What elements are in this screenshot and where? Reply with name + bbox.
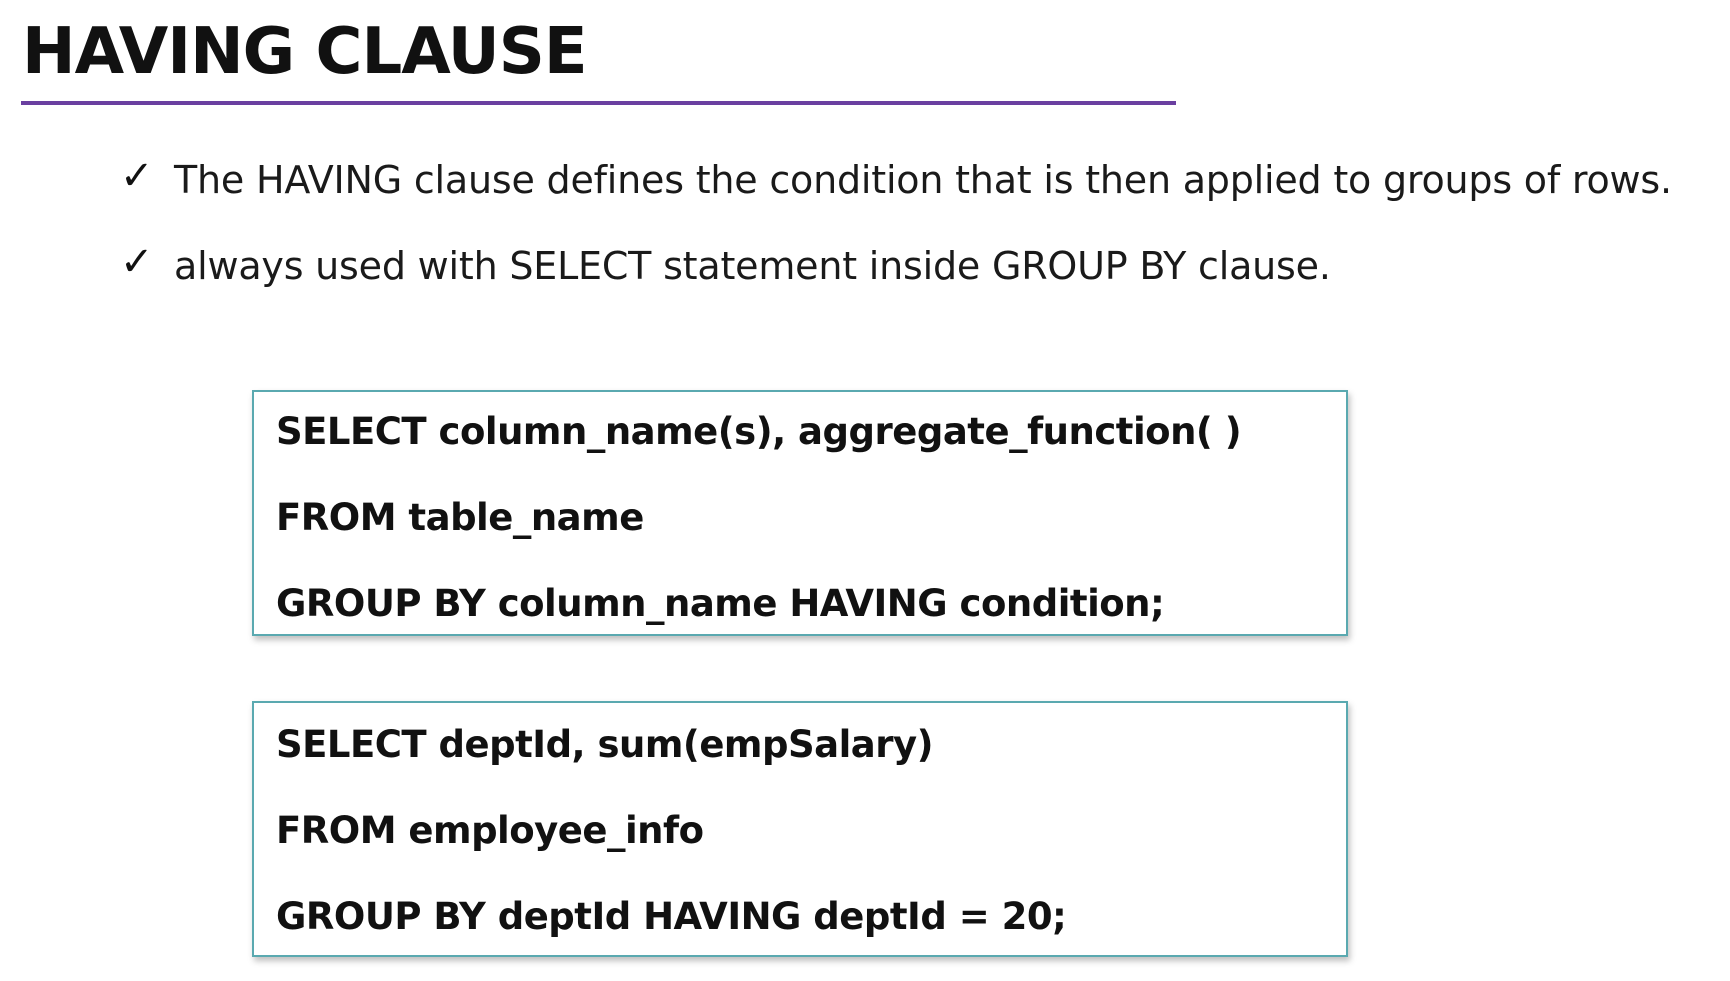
- slide-title: HAVING CLAUSE: [22, 15, 588, 89]
- code-line: GROUP BY deptId HAVING deptId = 20;: [276, 895, 1067, 938]
- bullet-text: The HAVING clause defines the condition …: [174, 158, 1672, 202]
- syntax-code-box: SELECT column_name(s), aggregate_functio…: [252, 390, 1348, 636]
- check-icon: ✓: [120, 239, 154, 285]
- code-line: GROUP BY column_name HAVING condition;: [276, 582, 1165, 625]
- bullet-text: always used with SELECT statement inside…: [174, 244, 1331, 288]
- code-line: SELECT deptId, sum(empSalary): [276, 723, 934, 766]
- code-line: FROM employee_info: [276, 809, 704, 852]
- code-line: FROM table_name: [276, 496, 644, 539]
- check-icon: ✓: [120, 153, 154, 199]
- example-code-box: SELECT deptId, sum(empSalary) FROM emplo…: [252, 701, 1348, 957]
- title-underline: [21, 101, 1176, 105]
- code-line: SELECT column_name(s), aggregate_functio…: [276, 410, 1242, 453]
